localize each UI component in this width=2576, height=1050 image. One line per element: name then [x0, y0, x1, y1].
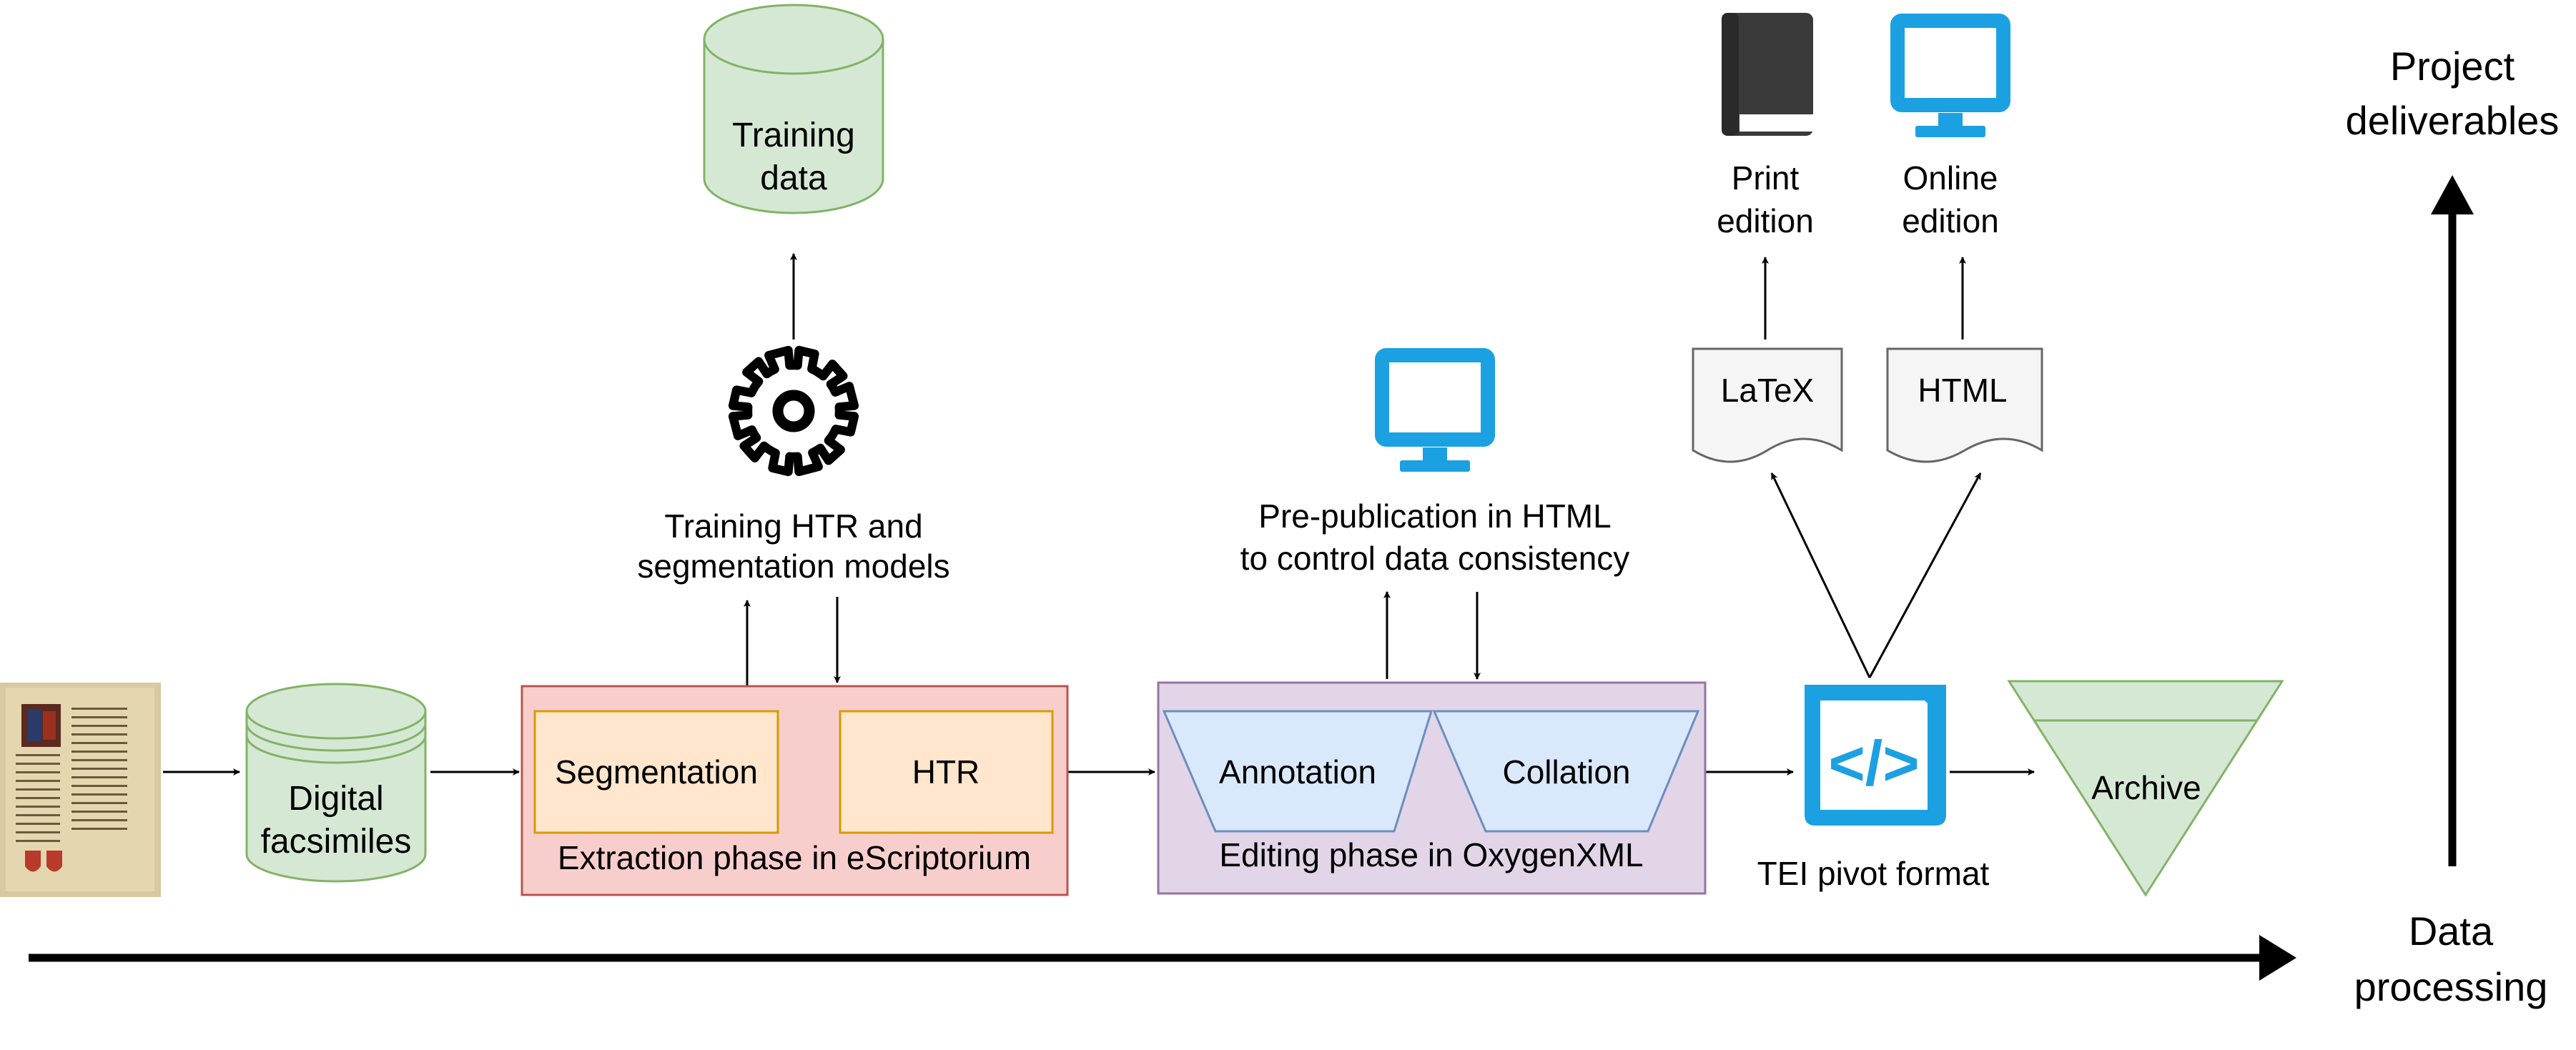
htr-label: HTR [912, 753, 980, 791]
extraction-phase-label: Extraction phase in eScriptorium [558, 839, 1031, 876]
project-deliverables-label-1: Project [2390, 44, 2515, 89]
tei-pivot-label: TEI pivot format [1757, 855, 1990, 892]
training-models-label-1: Training HTR and [664, 507, 922, 545]
html-doc-label: HTML [1918, 372, 2007, 409]
editing-phase-label: Editing phase in OxygenXML [1219, 836, 1643, 873]
archive-triangle [2007, 680, 2284, 897]
annotation-label: Annotation [1219, 753, 1376, 791]
online-edition-label-1: Online [1903, 159, 1998, 197]
arrow-tei-to-html [1868, 472, 1982, 678]
collation-trapezoid [1432, 710, 1700, 833]
arrow-tei-to-latex [1770, 472, 1871, 678]
training-data-label-1: Training [732, 117, 855, 154]
project-deliverables-label-2: deliverables [2346, 98, 2560, 143]
digital-facsimiles-label-1: Digital [288, 780, 383, 818]
latex-label: LaTeX [1721, 372, 1814, 409]
project-deliverables-arrowhead [2431, 175, 2474, 214]
training-data-cylinder [703, 4, 884, 214]
html-document [1886, 347, 2043, 463]
monitor-icon-prepublication [1375, 348, 1495, 472]
manuscript-thumbnail-image [0, 683, 161, 897]
digital-facsimiles-cylinder [245, 683, 427, 883]
data-processing-arrowhead [2259, 935, 2296, 981]
code-file-icon: </> [1805, 685, 1946, 826]
online-edition-label-2: edition [1902, 202, 1999, 239]
prepublication-label-2: to control data consistency [1240, 540, 1630, 577]
code-symbol: </> [1828, 728, 1919, 798]
data-processing-label-1: Data [2409, 908, 2494, 954]
collation-label: Collation [1503, 753, 1631, 791]
annotation-trapezoid [1162, 710, 1433, 833]
latex-document [1692, 347, 1843, 463]
flow-arrows [163, 253, 2035, 776]
training-data-label-2: data [760, 159, 827, 197]
data-processing-label-2: processing [2354, 964, 2548, 1009]
book-icon [1722, 13, 1813, 136]
training-models-label-2: segmentation models [637, 548, 949, 585]
htr-box [839, 710, 1054, 834]
segmentation-label: Segmentation [555, 753, 758, 791]
monitor-icon-online [1890, 14, 2010, 137]
prepublication-label-1: Pre-publication in HTML [1258, 497, 1611, 535]
digital-facsimiles-label-2: facsimiles [261, 823, 412, 861]
print-edition-label-2: edition [1717, 202, 1814, 239]
archive-label: Archive [2091, 769, 2201, 806]
print-edition-label-1: Print [1732, 159, 1800, 197]
gear-icon [728, 345, 859, 477]
segmentation-box [533, 710, 779, 834]
